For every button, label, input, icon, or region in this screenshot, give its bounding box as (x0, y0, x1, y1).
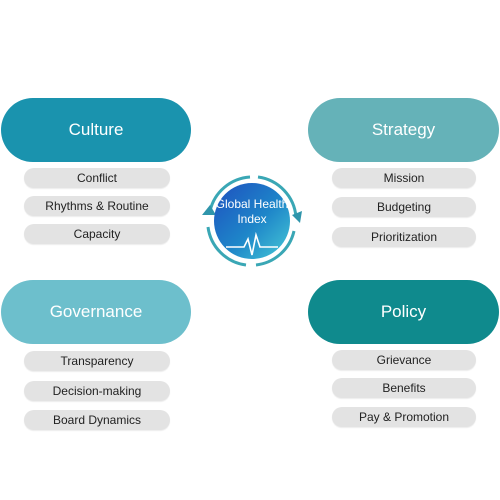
policy-title: Policy (380, 302, 427, 321)
arrowhead-left (202, 205, 216, 215)
arc-arrow-top-left (208, 175, 251, 212)
strategy-item: Prioritization (332, 227, 476, 247)
governance-card: Governance (1, 280, 191, 344)
policy-card: Policy (308, 280, 499, 344)
hub-title: Global Health Index (215, 197, 289, 226)
strategy-item: Mission (332, 168, 476, 188)
culture-item: Conflict (24, 168, 170, 188)
hub-circle (214, 183, 290, 259)
strategy-card: Strategy (308, 98, 499, 162)
strategy-item: Budgeting (332, 197, 476, 217)
culture-item: Capacity (24, 224, 170, 244)
arc-arrow-top-right (257, 175, 298, 218)
policy-item: Pay & Promotion (332, 407, 476, 427)
culture-item: Rhythms & Routine (24, 196, 170, 216)
arc-arrow-bottom-left (206, 226, 247, 267)
heartbeat-icon (226, 231, 278, 256)
policy-item: Grievance (332, 350, 476, 370)
governance-title: Governance (49, 302, 143, 321)
culture-card: Culture (1, 98, 191, 162)
strategy-title: Strategy (371, 120, 436, 139)
governance-item: Board Dynamics (24, 410, 170, 430)
arc-arrow-bottom-right (255, 230, 296, 267)
culture-title: Culture (68, 120, 124, 139)
policy-item: Benefits (332, 378, 476, 398)
governance-item: Decision-making (24, 381, 170, 401)
hub-graphic (202, 175, 302, 267)
arrowhead-right (292, 211, 302, 223)
governance-item: Transparency (24, 351, 170, 371)
